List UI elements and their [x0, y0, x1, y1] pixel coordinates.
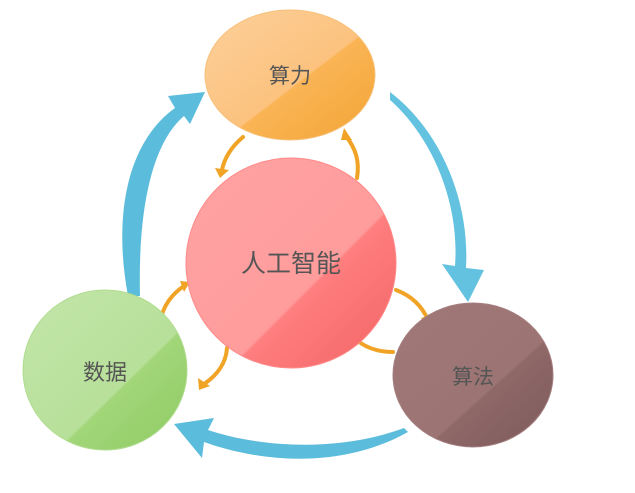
- cycle-arrow-data-to-compute: [122, 92, 205, 296]
- node-ai: 人工智能: [185, 157, 397, 369]
- link-arrow-center-to-compute: [344, 134, 360, 180]
- link-arrow-center-to-algorithm: [394, 288, 430, 322]
- node-compute-label: 算力: [269, 64, 311, 88]
- node-data-label: 数据: [83, 361, 127, 386]
- node-ai-label: 人工智能: [241, 249, 341, 278]
- node-data: 数据: [22, 289, 188, 451]
- cycle-arrow-compute-to-algorithm: [390, 92, 484, 302]
- link-arrow-compute-to-center: [220, 135, 245, 172]
- link-arrow-center-to-data: [202, 346, 229, 386]
- node-compute: 算力: [204, 9, 376, 141]
- node-algorithm-label: 算法: [452, 365, 494, 389]
- cycle-arrow-algorithm-to-data: [174, 418, 408, 459]
- node-algorithm: 算法: [392, 302, 554, 448]
